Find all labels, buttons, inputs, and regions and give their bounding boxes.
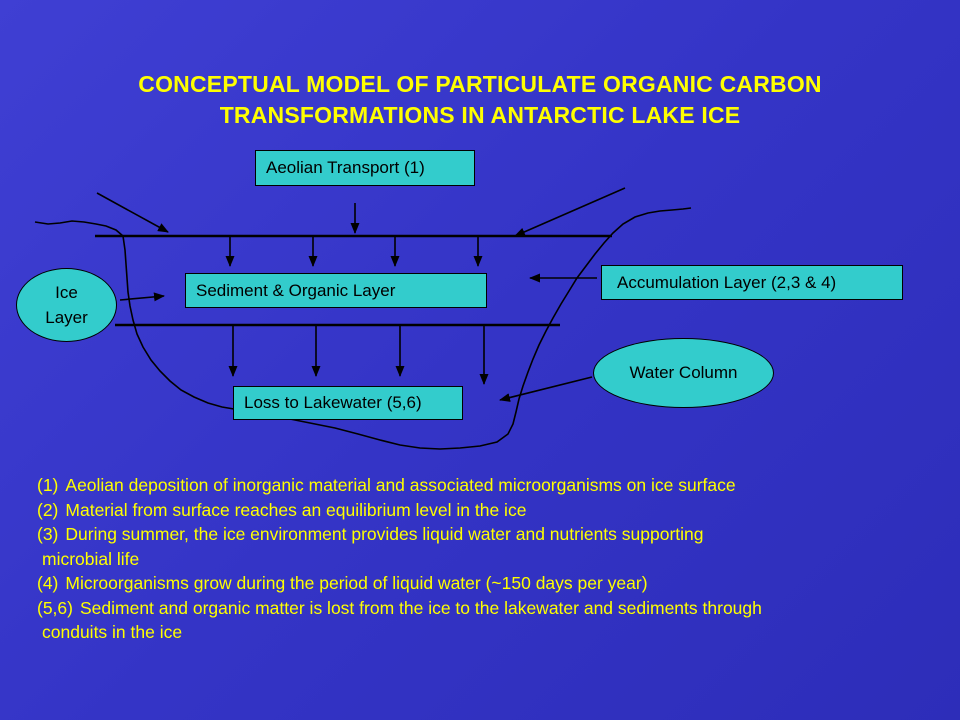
arrow-aeolian-left [96, 192, 169, 233]
aeolian-transport-box: Aeolian Transport (1) [255, 150, 475, 186]
note-4: (4) Microorganisms grow during the period… [37, 571, 947, 596]
aeolian-transport-label: Aeolian Transport (1) [266, 158, 425, 177]
title-line-1: CONCEPTUAL MODEL OF PARTICULATE ORGANIC … [138, 71, 822, 97]
note-label: (2) [37, 499, 59, 520]
ice-layer-label: Ice Layer [45, 283, 88, 327]
ground-surface-line [34, 220, 124, 237]
water-column-ellipse: Water Column [593, 338, 774, 408]
note-label: (1) [37, 475, 59, 495]
note-label: (5,6) [37, 597, 73, 618]
sediment-organic-layer-box: Sediment & Organic Layer [185, 273, 487, 308]
note-5-6-continuation: conduits in the ice [42, 622, 183, 642]
note-3: (3) During summer, the ice environment pr… [37, 522, 947, 547]
note-text: Sediment and organic matter is lost from… [79, 597, 762, 618]
accumulation-layer-box: Accumulation Layer (2,3 & 4) [601, 265, 903, 300]
water-column-label: Water Column [629, 363, 738, 382]
slide-title: CONCEPTUAL MODEL OF PARTICULATE ORGANIC … [0, 69, 960, 131]
note-text: Aeolian deposition of inorganic material… [65, 475, 736, 495]
note-1: (1) Aeolian deposition of inorganic mater… [37, 473, 947, 498]
note-label: (3) [37, 524, 59, 544]
arrow-ice-layer [119, 292, 165, 302]
note-5-6: (5,6) Sediment and organic matter is lost… [37, 596, 947, 621]
note-text: During summer, the ice environment provi… [65, 524, 704, 544]
notes-list: (1) Aeolian deposition of inorganic mater… [37, 473, 947, 645]
note-3-continuation: microbial life [42, 548, 140, 569]
ice-layer-ellipse: Ice Layer [16, 268, 117, 342]
sediment-organic-layer-label: Sediment & Organic Layer [196, 280, 396, 300]
note-text: Material from surface reaches an equilib… [65, 499, 527, 520]
note-2: (2) Material from surface reaches an equi… [37, 498, 947, 523]
arrow-water-column [499, 376, 593, 402]
loss-to-lakewater-label: Loss to Lakewater (5,6) [244, 393, 422, 412]
loss-to-lakewater-box: Loss to Lakewater (5,6) [233, 386, 463, 420]
arrow-aeolian-right [514, 187, 626, 237]
note-text: Microorganisms grow during the period of… [65, 573, 648, 593]
title-line-2: TRANSFORMATIONS IN ANTARCTIC LAKE ICE [219, 102, 741, 128]
note-label: (4) [37, 573, 59, 593]
lake-basin-outline [122, 207, 692, 450]
accumulation-layer-label: Accumulation Layer (2,3 & 4) [617, 272, 837, 292]
